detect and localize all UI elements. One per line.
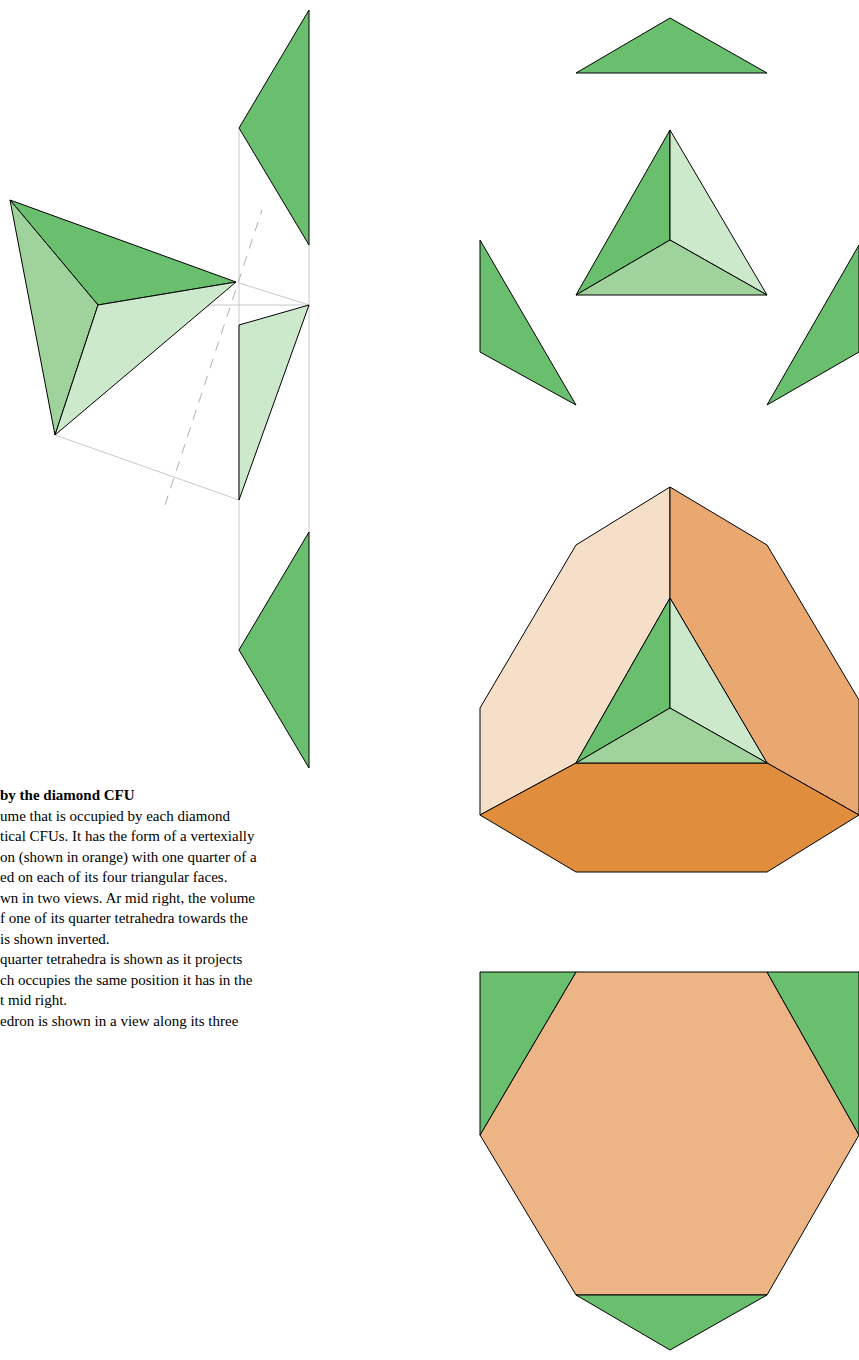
body-text-line: ume that is occupied by each diamond — [0, 807, 230, 825]
body-text-line: edron is shown in a view along its three — [0, 1012, 238, 1030]
body-text-line: quarter tetrahedra is shown as it projec… — [0, 950, 242, 968]
body-text-line: tical CFUs. It has the form of a vertexi… — [0, 827, 255, 845]
body-text-line: ch occupies the same position it has in … — [0, 971, 252, 989]
body-text-line: f one of its quarter tetrahedra towards … — [0, 909, 248, 927]
body-text-line: is shown inverted. — [0, 930, 110, 948]
body-text-line: ed on each of its four triangular faces. — [0, 868, 227, 886]
body-text-line: t mid right. — [0, 991, 67, 1009]
body-text-line: wn in two views. Ar mid right, the volum… — [0, 889, 255, 907]
body-text-line: on (shown in orange) with one quarter of… — [0, 848, 257, 866]
section-heading: by the diamond CFU — [0, 786, 135, 804]
